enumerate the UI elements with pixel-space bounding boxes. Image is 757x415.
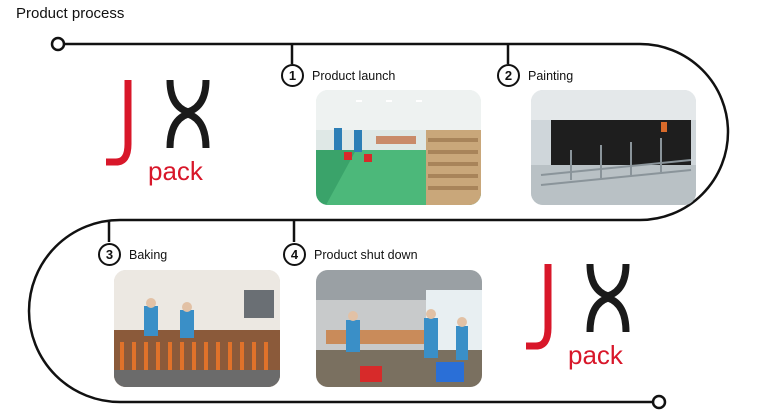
logo-sub-text: pack [568, 340, 624, 370]
step-number-badge: 1 [281, 64, 304, 87]
step-label: Product shut down [314, 247, 418, 262]
step-product-launch: 1 Product launch [281, 64, 395, 87]
jx-pack-logo: pack [106, 79, 210, 186]
track-start-dot [50, 36, 66, 52]
step-number-badge: 3 [98, 243, 121, 266]
page-title: Product process [16, 5, 125, 22]
product-shut-down-photo [316, 270, 482, 387]
step-label: Product launch [312, 68, 396, 83]
jx-pack-logo-right: pack [526, 263, 630, 370]
product-launch-photo [316, 90, 481, 205]
step-number-badge: 2 [497, 64, 520, 87]
baking-photo [114, 270, 280, 387]
step-product-shut-down: 4 Product shut down [283, 243, 418, 266]
painting-photo [531, 90, 696, 205]
step-baking: 3 Baking [98, 243, 167, 266]
step-label: Baking [129, 247, 168, 262]
step-label: Painting [528, 68, 574, 83]
logo-sub-text: pack [148, 156, 204, 186]
step-painting: 2 Painting [497, 64, 573, 87]
step-number-badge: 4 [283, 243, 306, 266]
track-end-dot [651, 394, 667, 410]
